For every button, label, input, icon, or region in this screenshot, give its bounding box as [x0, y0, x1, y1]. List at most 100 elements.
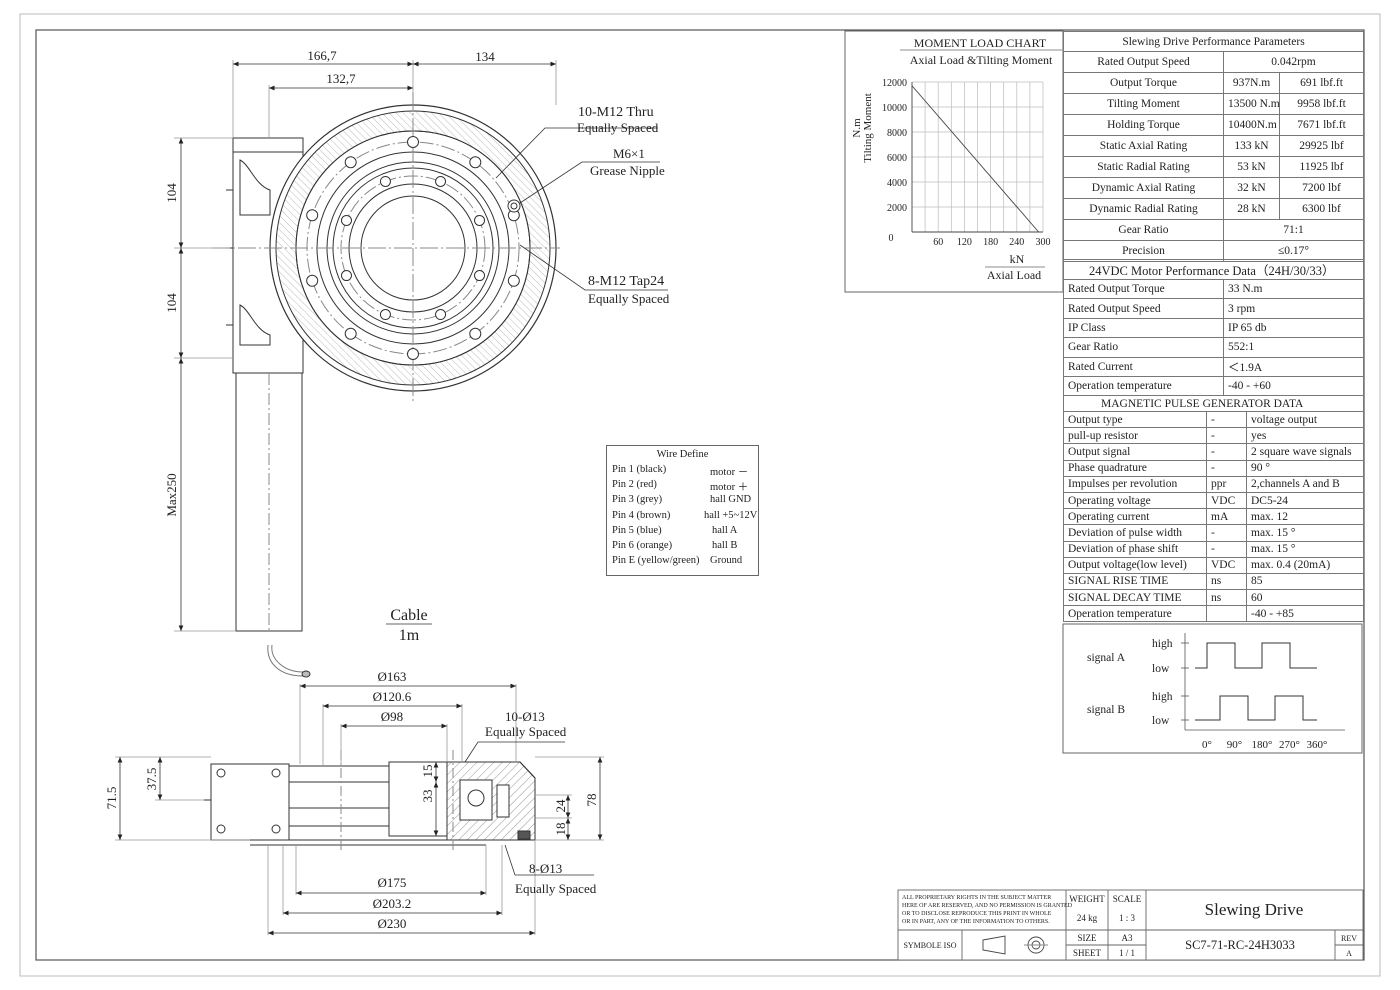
perf-value-imperial: 691 lbf.ft: [1279, 72, 1364, 94]
signal-x-ticks: 0°90°180°270°360°: [1202, 739, 1327, 751]
note-tap-b: Equally Spaced: [588, 291, 670, 306]
pulse-label: pull-up resistor: [1063, 427, 1207, 445]
inner-bolt-hole: [379, 309, 391, 321]
perf-value-metric: 937N.m: [1223, 72, 1280, 94]
chart-y-tick: 12000: [882, 78, 907, 89]
perf-label: Output Torque: [1063, 72, 1224, 94]
pulse-label: SIGNAL DECAY TIME: [1063, 589, 1207, 607]
pulse-unit: ppr: [1206, 475, 1247, 493]
dim-d175: Ø175: [378, 875, 407, 890]
perf-value-metric: 13500 N.m: [1223, 93, 1280, 115]
motor-value: -40 - +60: [1222, 375, 1365, 397]
pulse-value: 2 square wave signals: [1246, 443, 1364, 461]
inner-bolt-hole: [435, 309, 447, 321]
pulse-unit: -: [1206, 410, 1247, 429]
pulse-value: voltage output: [1246, 410, 1364, 429]
grease-nipple: [507, 199, 521, 213]
pulse-table: MAGNETIC PULSE GENERATOR DATA Output typ…: [1063, 395, 1364, 623]
inner-bolt-holes: [340, 175, 486, 321]
size-label: SIZE: [1078, 933, 1098, 943]
motor-value: 552:1: [1222, 337, 1365, 358]
chart-y-tick: 10000: [882, 103, 907, 114]
rights-line-4: OR IN PART, ANY OF THE INFORMATION TO OT…: [902, 919, 1050, 925]
title-block: [897, 889, 1364, 961]
chart-x-tick: 0: [889, 233, 894, 244]
motor-row: Rated Current＜1.9A: [1063, 356, 1365, 377]
pulse-unit: ns: [1206, 589, 1247, 607]
note-hole8-b: Equally Spaced: [515, 881, 597, 896]
pulse-unit: -: [1206, 459, 1247, 477]
dim-d98: Ø98: [381, 709, 403, 724]
symbol-iso-label: SYMBOLE ISO: [903, 941, 956, 950]
dim-71: 71.5: [104, 787, 119, 810]
note-tap-a: 8-M12 Tap24: [588, 274, 664, 289]
note-hole10-a: 10-Ø13: [505, 709, 545, 724]
dim-78: 78: [584, 794, 599, 807]
pulse-row: Phase quadrature-90 °: [1063, 459, 1364, 477]
performance-title: Slewing Drive Performance Parameters: [1063, 31, 1364, 52]
pulse-value: 2,channels A and B: [1246, 475, 1364, 493]
pulse-label: Output signal: [1063, 443, 1207, 461]
weight-value: 24 kg: [1077, 913, 1098, 923]
rights-line-1: ALL PROPRIETARY RIGHTS IN THE SUBJECT MA…: [902, 895, 1051, 901]
pulse-title: MAGNETIC PULSE GENERATOR DATA: [1063, 395, 1364, 412]
pulse-label: Deviation of phase shift: [1063, 540, 1207, 558]
chart-title: MOMENT LOAD CHART: [914, 36, 1047, 50]
pulse-value: max. 12: [1246, 508, 1364, 526]
pulse-row: Output type-voltage output: [1063, 410, 1364, 429]
note-nipple-b: Grease Nipple: [590, 163, 665, 178]
perf-value-metric: 28 kN: [1223, 198, 1280, 220]
wire-function: hall GND: [710, 494, 752, 506]
perf-value-imperial: 7671 lbf.ft: [1279, 114, 1364, 136]
inner-bolt-hole: [435, 175, 447, 187]
pulse-label: Operating voltage: [1063, 491, 1207, 510]
perf-value: 0.042rpm: [1223, 51, 1364, 73]
chart-series: [911, 85, 1039, 233]
inner-bolt-hole: [340, 214, 352, 226]
outer-frame: [19, 13, 1381, 977]
pulse-label: Impulses per revolution: [1063, 475, 1207, 493]
perf-value-imperial: 6300 lbf: [1279, 198, 1364, 220]
outer-bolt-hole: [306, 274, 319, 287]
perf-value-metric: 53 kN: [1223, 156, 1280, 178]
pulse-unit: -: [1206, 443, 1247, 461]
dim-132: 132,7: [326, 71, 356, 86]
outer-bolt-hole: [469, 156, 482, 169]
perf-value-metric: 10400N.m: [1223, 114, 1280, 136]
chart-x-tick: 60: [933, 237, 943, 248]
signal-x-tick: 90°: [1227, 739, 1242, 751]
note-hole10-b: Equally Spaced: [485, 724, 567, 739]
motor-label: Rated Current: [1063, 356, 1224, 377]
section-view: [204, 750, 536, 850]
dim-15: 15: [420, 765, 435, 778]
signal-a-label: signal A: [1087, 652, 1126, 664]
pulse-unit: -: [1206, 427, 1247, 445]
size-value: A3: [1122, 933, 1133, 943]
pulse-value: -40 - +85: [1246, 605, 1364, 623]
perf-value-imperial: 11925 lbf: [1279, 156, 1364, 178]
perf-value: 71:1: [1223, 219, 1364, 241]
motor-label: Gear Ratio: [1063, 337, 1224, 358]
pulse-label: Operating current: [1063, 508, 1207, 526]
outer-bolt-hole: [344, 327, 357, 340]
wire-function: motor ＋: [710, 482, 749, 494]
signal-x-tick: 180°: [1252, 739, 1273, 751]
outer-bolt-hole: [507, 274, 520, 287]
pulse-label: Output type: [1063, 410, 1207, 429]
pulse-value: 85: [1246, 572, 1364, 591]
pulse-value: 90 °: [1246, 459, 1364, 477]
motor-label: Operation temperature: [1063, 375, 1224, 397]
dim-18: 18: [553, 823, 568, 836]
note-thru-a: 10-M12 Thru: [578, 105, 654, 120]
